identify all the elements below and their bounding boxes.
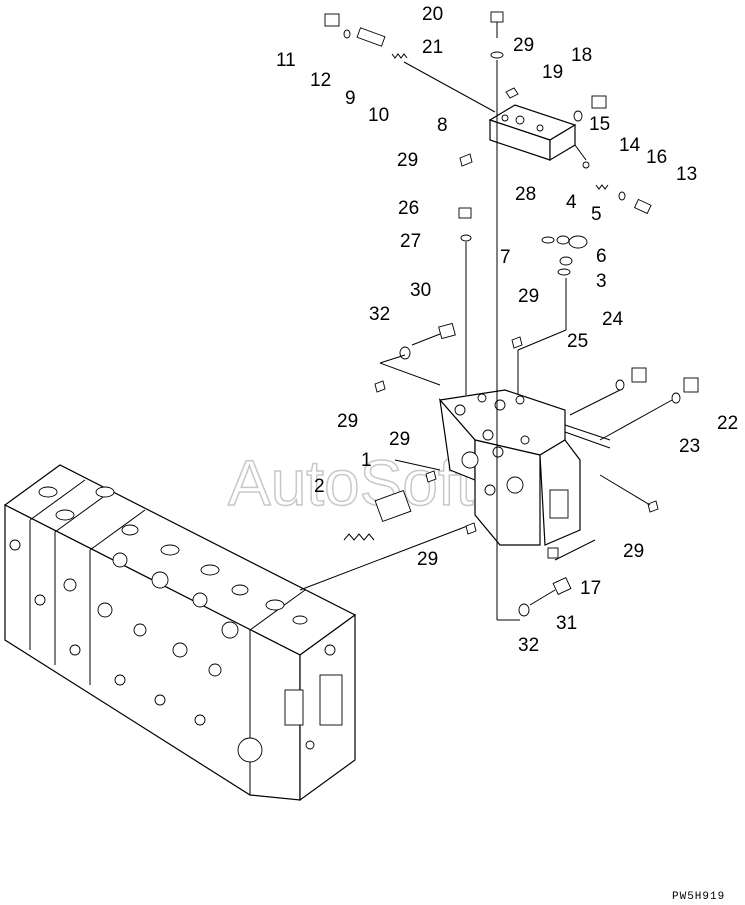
callout-12: 12	[310, 70, 331, 91]
cover-block	[488, 104, 577, 162]
callout-5: 5	[591, 204, 602, 225]
callout-17: 17	[580, 578, 601, 599]
small-parts	[324, 11, 699, 617]
callout-19: 19	[542, 62, 563, 83]
callout-7: 7	[500, 247, 511, 268]
leader-lines	[379, 60, 673, 621]
callout-29: 29	[518, 286, 539, 307]
callout-15: 15	[589, 114, 610, 135]
callout-29: 29	[337, 411, 358, 432]
callout-6: 6	[596, 246, 607, 267]
callout-32: 32	[518, 635, 539, 656]
callout-24: 24	[602, 309, 624, 330]
callout-4: 4	[566, 192, 577, 213]
service-valve-section	[438, 389, 611, 546]
callout-10: 10	[368, 105, 389, 126]
callout-8: 8	[437, 115, 448, 136]
callout-22: 22	[717, 413, 738, 434]
callout-14: 14	[619, 135, 641, 156]
callout-28: 28	[515, 184, 536, 205]
callout-32: 32	[369, 304, 390, 325]
callout-29: 29	[513, 35, 534, 56]
callout-31: 31	[556, 613, 577, 634]
callout-1: 1	[361, 450, 372, 471]
drawing-code: PW5H919	[672, 891, 725, 903]
callout-29: 29	[623, 541, 644, 562]
callout-13: 13	[676, 164, 697, 185]
callout-9: 9	[345, 88, 356, 109]
callout-3: 3	[596, 271, 607, 292]
callout-18: 18	[571, 45, 592, 66]
callout-23: 23	[679, 436, 700, 457]
callout-25: 25	[567, 331, 588, 352]
callout-16: 16	[646, 147, 667, 168]
callout-2: 2	[314, 476, 325, 497]
control-valve-block	[3, 464, 357, 802]
callout-labels: 11 12 9 10 20 21 29 18 19 8 15 29 14 16 …	[276, 4, 738, 656]
callout-29: 29	[417, 549, 438, 570]
callout-11: 11	[276, 50, 296, 71]
callout-30: 30	[410, 280, 431, 301]
watermark: AutoSoft	[228, 447, 474, 519]
callout-26: 26	[398, 198, 419, 219]
callout-20: 20	[422, 4, 443, 25]
callout-27: 27	[400, 231, 421, 252]
callout-29: 29	[397, 150, 418, 171]
callout-21: 21	[422, 37, 443, 58]
callout-29: 29	[389, 429, 410, 450]
